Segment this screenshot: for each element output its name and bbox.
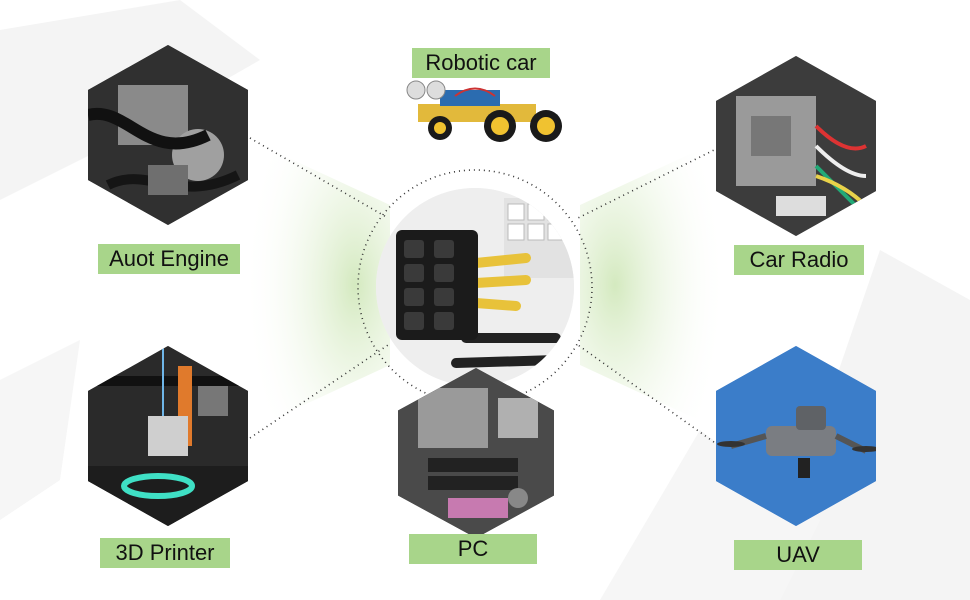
bg-shape [0, 340, 80, 520]
glow-left [250, 140, 390, 430]
uav-drone-image [716, 346, 876, 526]
pc-motherboard-image [398, 368, 554, 538]
pc-label: PC [409, 534, 537, 564]
center-connector-image [376, 188, 574, 386]
robotic-car-label: Robotic car [412, 48, 550, 78]
glow-right [580, 140, 720, 430]
dotted-connectors [249, 137, 719, 446]
3d-printer-image [88, 346, 248, 526]
car-radio-image [716, 56, 876, 236]
robotic-car-image [406, 80, 562, 142]
3d-printer-label: 3D Printer [100, 538, 230, 568]
uav-label: UAV [734, 540, 862, 570]
car-radio-label: Car Radio [734, 245, 864, 275]
auto-engine-label: Auot Engine [98, 244, 240, 274]
